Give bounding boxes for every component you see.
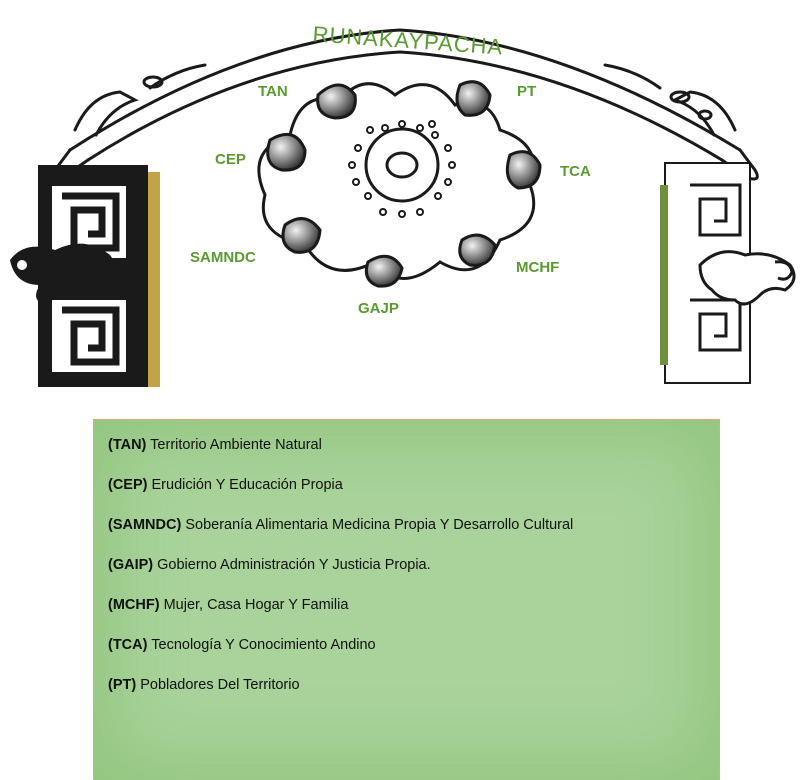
legend-abbr: (SAMNDC) [108,517,182,533]
petal-tan [316,83,357,120]
node-labels: TAN PT CEP TCA SAMNDC MCHF GAJP [190,83,591,317]
petal-gajp [364,254,404,288]
right-ornament-panel [660,162,796,384]
node-label-samndc: SAMNDC [190,249,256,266]
legend-text: Gobierno Administración Y Justicia Propi… [157,557,431,573]
legend-text: Erudición Y Educación Propia [151,477,343,493]
legend-item: (CEP) Erudición Y Educación Propia [108,476,707,494]
node-label-tan: TAN [258,83,288,100]
legend-item: (TAN) Territorio Ambiente Natural [108,436,707,454]
legend-abbr: (CEP) [108,477,148,493]
legend-item: (SAMNDC) Soberanía Alimentaria Medicina … [108,516,707,534]
legend-abbr: (TCA) [108,637,148,653]
node-label-gajp: GAJP [358,300,399,317]
legend-abbr: (GAIP) [108,557,154,573]
legend-item: (PT) Pobladores Del Territorio [108,676,707,694]
petal-mchf [458,233,497,267]
legend-text: Territorio Ambiente Natural [150,437,322,453]
legend-box: (TAN) Territorio Ambiente Natural (CEP) … [93,419,720,780]
node-label-mchf: MCHF [516,259,559,276]
petal-pt [455,80,492,117]
petal-tca [505,150,542,190]
petals [266,80,542,288]
legend-text: Pobladores Del Territorio [140,677,300,693]
arch-serpent [51,28,759,181]
legend-abbr: (PT) [108,677,137,693]
center-dots [348,120,456,218]
legend-text: Mujer, Casa Hogar Y Familia [163,597,349,613]
left-ornament-panel [10,165,160,387]
runakaypacha-diagram: RUNAKAYPACHA [10,21,796,387]
legend-item: (GAIP) Gobierno Administración Y Justici… [108,556,707,574]
node-label-cep: CEP [215,151,246,168]
petal-cep [266,132,307,172]
legend-text: Tecnología Y Conocimiento Andino [151,637,376,653]
petal-samndc [281,217,322,254]
legend-abbr: (TAN) [108,437,147,453]
node-label-tca: TCA [560,163,591,180]
legend-item: (MCHF) Mujer, Casa Hogar Y Familia [108,596,707,614]
legend-item: (TCA) Tecnología Y Conocimiento Andino [108,636,707,654]
legend-abbr: (MCHF) [108,597,160,613]
node-label-pt: PT [517,83,536,100]
legend-text: Soberanía Alimentaria Medicina Propia Y … [185,517,574,533]
